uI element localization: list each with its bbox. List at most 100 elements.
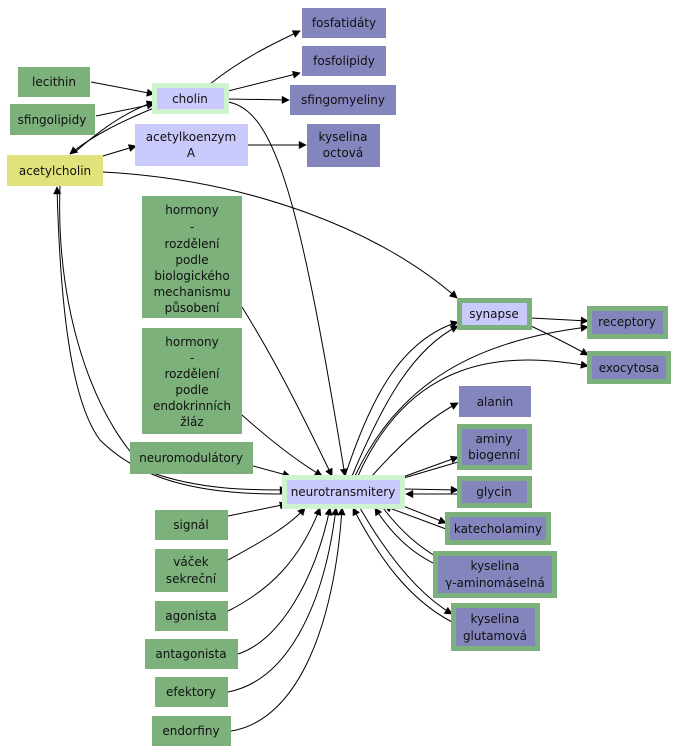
edge-neurotransmitery-glutamova bbox=[359, 507, 453, 615]
node-sfingolipidy[interactable]: sfingolipidy bbox=[10, 104, 95, 135]
node-lecithin-label: lecithin bbox=[32, 75, 76, 89]
edge-acetylcholin-cholin bbox=[73, 100, 155, 154]
edge-acetylcholin-acetylkoenzym bbox=[102, 144, 137, 157]
node-katecholaminy-label: katecholaminy bbox=[454, 522, 542, 536]
node-gaba-label-2: γ-aminomáselná bbox=[445, 576, 545, 590]
edge-cholin-acetylcholin bbox=[69, 107, 155, 155]
node-endorfiny-label: endorfiny bbox=[162, 724, 219, 738]
edge-cholin-neurotransmitery bbox=[227, 101, 348, 477]
node-hormony-endo-line-2: - bbox=[190, 351, 194, 365]
node-acetylkoenzym-label-2: A bbox=[187, 146, 196, 160]
node-kyselina-gaba[interactable]: kyselina γ-aminomáselná bbox=[433, 551, 557, 598]
node-gaba-label-1: kyselina bbox=[471, 559, 520, 573]
node-hormony-bio-line-2: - bbox=[190, 220, 194, 234]
node-hormony-bio-line-1: hormony bbox=[165, 203, 218, 217]
node-aminy-label-1: aminy bbox=[475, 432, 512, 446]
edge-neurotransmitery-katecholaminy bbox=[397, 503, 447, 525]
node-hormony-bio-line-7: působení bbox=[165, 301, 220, 315]
node-agonista-label: agonista bbox=[165, 609, 217, 623]
node-fosfolipidy[interactable]: fosfolipidy bbox=[302, 46, 386, 76]
node-antagonista-label: antagonista bbox=[155, 647, 226, 661]
node-antagonista[interactable]: antagonista bbox=[145, 639, 238, 669]
node-endorfiny[interactable]: endorfiny bbox=[152, 716, 231, 746]
node-exocytosa[interactable]: exocytosa bbox=[587, 351, 671, 384]
edge-neurotransmitery-acetylcholin bbox=[53, 186, 288, 495]
node-sfingolipidy-label: sfingolipidy bbox=[18, 113, 87, 127]
edge-glutamova-neurotransmitery bbox=[352, 507, 453, 623]
node-alanin[interactable]: alanin bbox=[459, 386, 531, 417]
node-kyselina-octova-label-2: octová bbox=[323, 146, 363, 160]
node-hormony-endo-line-1: hormony bbox=[165, 335, 218, 349]
edge-neurotransmitery-glycin bbox=[403, 485, 459, 494]
node-signal[interactable]: signál bbox=[155, 510, 228, 540]
edge-neurotransmitery-synapse-2 bbox=[351, 325, 459, 477]
node-vacek-label-2: sekreční bbox=[166, 572, 217, 586]
edge-vacek-neurotransmitery bbox=[227, 507, 306, 561]
edge-hormony-endo-neurotransmitery bbox=[241, 414, 323, 477]
node-aminy-biogenni[interactable]: aminy biogenní bbox=[457, 424, 532, 470]
edge-hormony-bio-neurotransmitery bbox=[241, 306, 333, 477]
node-signal-label: signál bbox=[173, 518, 209, 532]
node-hormony-bio-line-5: biologického bbox=[154, 269, 229, 283]
node-vacek-sekrecni[interactable]: váček sekreční bbox=[155, 549, 228, 592]
edge-efektory-neurotransmitery bbox=[227, 507, 340, 693]
edge-antagonista-neurotransmitery bbox=[237, 507, 333, 655]
edge-agonista-neurotransmitery bbox=[227, 507, 322, 612]
node-hormony-endokrinni-zlazy[interactable]: hormony - rozdělení podle endokrinních ž… bbox=[142, 328, 242, 434]
node-fosfatidaty-label: fosfatidáty bbox=[312, 16, 376, 30]
node-efektory[interactable]: efektory bbox=[155, 677, 228, 707]
node-receptory[interactable]: receptory bbox=[587, 306, 668, 339]
node-fosfolipidy-label: fosfolipidy bbox=[313, 54, 375, 68]
node-synapse-label: synapse bbox=[469, 307, 519, 321]
node-efektory-label: efektory bbox=[166, 685, 216, 699]
node-hormony-endo-line-3: rozdělení bbox=[165, 367, 221, 381]
node-alanin-label: alanin bbox=[477, 395, 514, 409]
node-neurotransmitery[interactable]: neurotransmitery bbox=[282, 475, 405, 509]
node-glycin[interactable]: glycin bbox=[457, 476, 532, 508]
edge-lecithin-cholin bbox=[90, 81, 155, 97]
node-neuromodulatory[interactable]: neuromodulátory bbox=[130, 442, 253, 474]
node-hormony-bio-line-4: podle bbox=[175, 253, 208, 267]
node-acetylcholin[interactable]: acetylcholin bbox=[7, 155, 103, 186]
node-aminy-label-2: biogenní bbox=[468, 448, 521, 462]
node-kyselina-glutamova[interactable]: kyselina glutamová bbox=[451, 603, 540, 651]
node-agonista[interactable]: agonista bbox=[155, 601, 228, 631]
node-cholin[interactable]: cholin bbox=[152, 83, 229, 114]
node-hormony-bio-line-3: rozdělení bbox=[165, 237, 221, 251]
edge-cholin-fosfatidaty bbox=[209, 30, 301, 85]
edge-endorfiny-neurotransmitery bbox=[230, 507, 346, 732]
node-acetylkoenzym[interactable]: acetylkoenzym A bbox=[135, 124, 248, 166]
edges bbox=[53, 30, 589, 732]
node-neuromodulatory-label: neuromodulátory bbox=[139, 451, 243, 465]
node-acetylcholin-label: acetylcholin bbox=[19, 164, 91, 178]
node-sfingomyeliny[interactable]: sfingomyeliny bbox=[290, 85, 396, 115]
node-synapse[interactable]: synapse bbox=[457, 298, 532, 330]
node-glutamova-label-2: glutamová bbox=[463, 629, 527, 643]
edge-neurotransmitery-aminy bbox=[399, 455, 459, 479]
edge-synapse-exocytosa bbox=[530, 325, 589, 356]
node-hormony-biologicky-mechanismus[interactable]: hormony - rozdělení podle biologického m… bbox=[142, 196, 242, 318]
edge-synapse-receptory bbox=[530, 316, 589, 325]
node-kyselina-octova[interactable]: kyselina octová bbox=[307, 124, 380, 167]
node-vacek-label-1: váček bbox=[173, 555, 208, 569]
node-katecholaminy[interactable]: katecholaminy bbox=[445, 512, 551, 545]
edge-neurotransmitery-receptory bbox=[354, 323, 589, 477]
edge-cholin-sfingomyeliny bbox=[227, 95, 290, 104]
edge-neuromodulatory-neurotransmitery bbox=[252, 465, 291, 478]
edge-neurotransmitery-synapse-1 bbox=[344, 320, 459, 477]
node-exocytosa-label: exocytosa bbox=[599, 361, 660, 375]
node-hormony-endo-line-4: podle bbox=[175, 383, 208, 397]
edge-neurotransmitery-exocytosa bbox=[357, 359, 589, 477]
node-neurotransmitery-label: neurotransmitery bbox=[291, 485, 396, 499]
node-fosfatidaty[interactable]: fosfatidáty bbox=[302, 8, 386, 38]
node-kyselina-octova-label-1: kyselina bbox=[319, 130, 368, 144]
node-sfingomyeliny-label: sfingomyeliny bbox=[301, 93, 385, 107]
edge-acetylcholin-synapse bbox=[102, 171, 458, 299]
node-glycin-label: glycin bbox=[476, 485, 512, 499]
edge-cholin-fosfolipidy bbox=[227, 70, 301, 92]
edge-katecholaminy-neurotransmitery bbox=[383, 504, 447, 530]
node-lecithin[interactable]: lecithin bbox=[18, 67, 90, 97]
node-cholin-label: cholin bbox=[172, 92, 208, 106]
node-receptory-label: receptory bbox=[598, 315, 656, 329]
